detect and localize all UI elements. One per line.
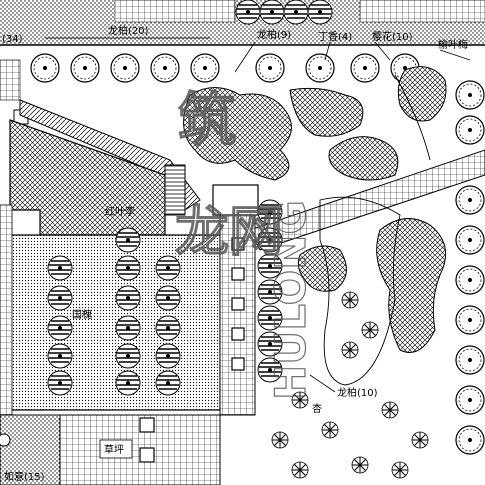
steps xyxy=(164,164,186,216)
shrub-mass-6 xyxy=(397,66,447,122)
shrub-mass-5 xyxy=(297,245,347,292)
label-top-left-count: (34) xyxy=(2,34,23,45)
path-outline xyxy=(394,74,431,161)
corner-marker xyxy=(0,433,11,447)
upper-square-pad xyxy=(212,184,259,216)
lawn-label-box xyxy=(99,439,133,459)
watermark: 筑 龙网 HULONG xyxy=(174,85,315,400)
walkway-planters xyxy=(231,237,245,371)
label-left-mid: 国槐 xyxy=(72,308,92,321)
label-yuyemei: 榆叶梅 xyxy=(438,38,468,51)
top-left-grid xyxy=(114,0,236,23)
shrub-mass-1 xyxy=(183,87,292,181)
left-grid-strip xyxy=(0,59,21,101)
shrub-mass-3 xyxy=(328,136,399,181)
bottom-pad-1 xyxy=(139,417,155,433)
label-yinghua: 樱花(10) xyxy=(372,30,413,43)
label-longbai-low: 龙柏(10) xyxy=(337,386,378,399)
label-caoping: 草坪 xyxy=(104,443,124,456)
label-xing: 杏 xyxy=(312,402,322,415)
label-longbai-top: 龙柏(20) xyxy=(108,24,149,37)
lawn-outline xyxy=(319,196,401,386)
shrub-mass-2 xyxy=(289,87,364,137)
watermark-latin: HULONG xyxy=(266,200,315,400)
label-bottom-left: 如意(15) xyxy=(4,470,45,483)
bottom-pad-2 xyxy=(139,447,155,463)
label-center-small: 红叶李 xyxy=(105,205,135,218)
watermark-char-b: 龙网 xyxy=(175,200,283,263)
left-edge-band xyxy=(0,204,13,436)
bottom-dotted-area xyxy=(0,414,61,485)
leader-lines xyxy=(45,37,471,393)
label-longbai-mid: 龙柏(9) xyxy=(257,28,291,41)
top-right-grid xyxy=(359,0,485,23)
label-dingxiang: 丁香(4) xyxy=(318,31,352,43)
watermark-char-a: 筑 xyxy=(178,86,236,154)
